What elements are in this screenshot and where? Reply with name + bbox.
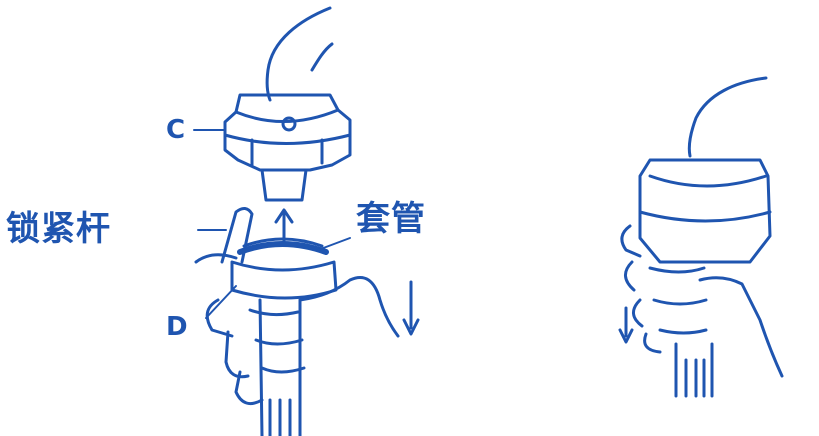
fingers-right — [648, 266, 708, 335]
label-c: C — [166, 115, 186, 145]
down-arrow-left-head — [402, 318, 420, 336]
lock-lever — [220, 207, 254, 264]
left-figure — [193, 6, 420, 436]
hose-top-right — [687, 76, 768, 158]
hose-top-edge — [310, 42, 334, 72]
hand-left — [194, 253, 400, 406]
fingers-left — [248, 308, 306, 374]
coupler-right — [638, 158, 772, 264]
right-figure — [618, 76, 784, 398]
down-arrow-right-head — [618, 328, 634, 344]
hose-bottom — [258, 298, 302, 436]
label-d: D — [166, 312, 188, 342]
coupler-c-nozzle — [260, 168, 308, 202]
sleeve-ring — [237, 241, 329, 255]
hose-bottom-right — [674, 342, 714, 398]
hose-top — [265, 6, 332, 102]
sleeve-top — [242, 237, 324, 248]
leader-sleeve — [317, 237, 351, 251]
coupler-c-ring — [234, 108, 340, 124]
label-sleeve: 套管 — [356, 199, 426, 239]
label-lock-lever: 锁紧杆 — [6, 209, 111, 249]
coupler-right-band — [638, 210, 772, 223]
socket-d — [230, 260, 338, 300]
up-arrow-head — [274, 208, 294, 224]
hand-right — [620, 224, 784, 378]
coupler-c-bolt — [281, 116, 297, 132]
coupler-c — [223, 93, 352, 172]
coupler-right-ring — [648, 174, 768, 188]
coupler-c-band — [223, 133, 352, 145]
leader-d — [205, 285, 237, 319]
